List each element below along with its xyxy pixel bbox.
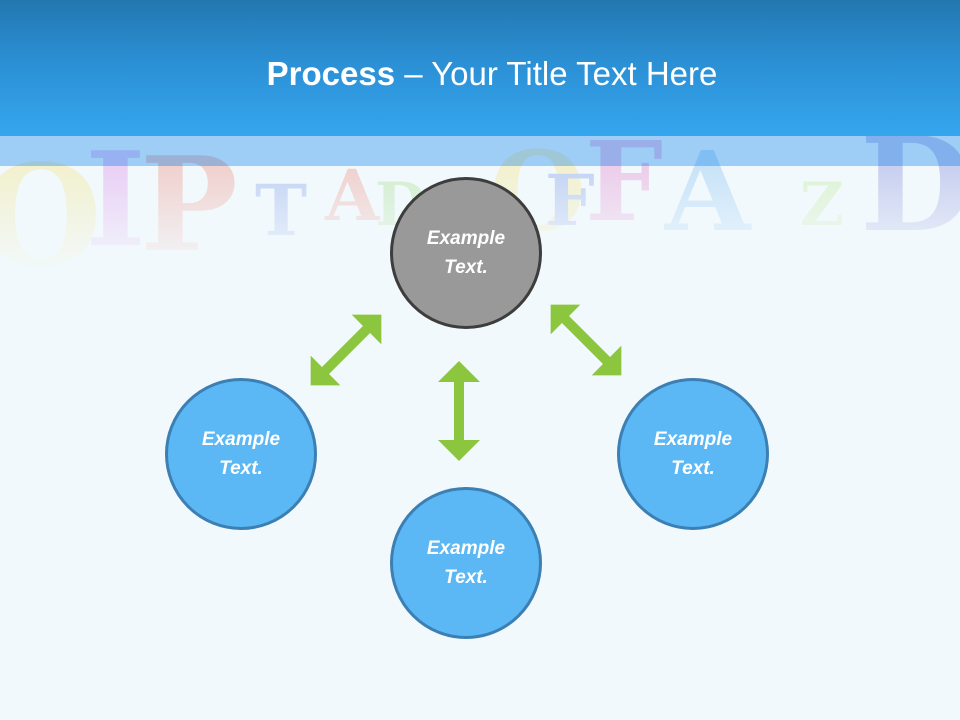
bottom-node-line1: Example — [426, 538, 506, 559]
header-translucent-band — [0, 136, 960, 166]
center-node-line1: Example — [426, 228, 506, 249]
right-node: Example Text. — [617, 378, 769, 530]
center-node-line2: Text. — [444, 257, 488, 278]
bottom-node-line2: Text. — [444, 567, 488, 588]
slide-title: Process – Your Title Text Here — [0, 52, 960, 96]
title-bold: Process — [266, 55, 396, 92]
right-node-line1: Example — [653, 429, 733, 450]
arrow-center-right — [535, 289, 637, 391]
arrow-center-left — [295, 299, 397, 401]
right-node-line2: Text. — [671, 458, 715, 479]
title-rest: – Your Title Text Here — [395, 55, 718, 92]
arrow-center-bottom — [438, 361, 480, 461]
bottom-node: Example Text. — [390, 487, 542, 639]
title-header: Process – Your Title Text Here — [0, 0, 960, 136]
left-node-line1: Example — [201, 429, 281, 450]
left-node-line2: Text. — [219, 458, 263, 479]
left-node: Example Text. — [165, 378, 317, 530]
center-node: Example Text. — [390, 177, 542, 329]
